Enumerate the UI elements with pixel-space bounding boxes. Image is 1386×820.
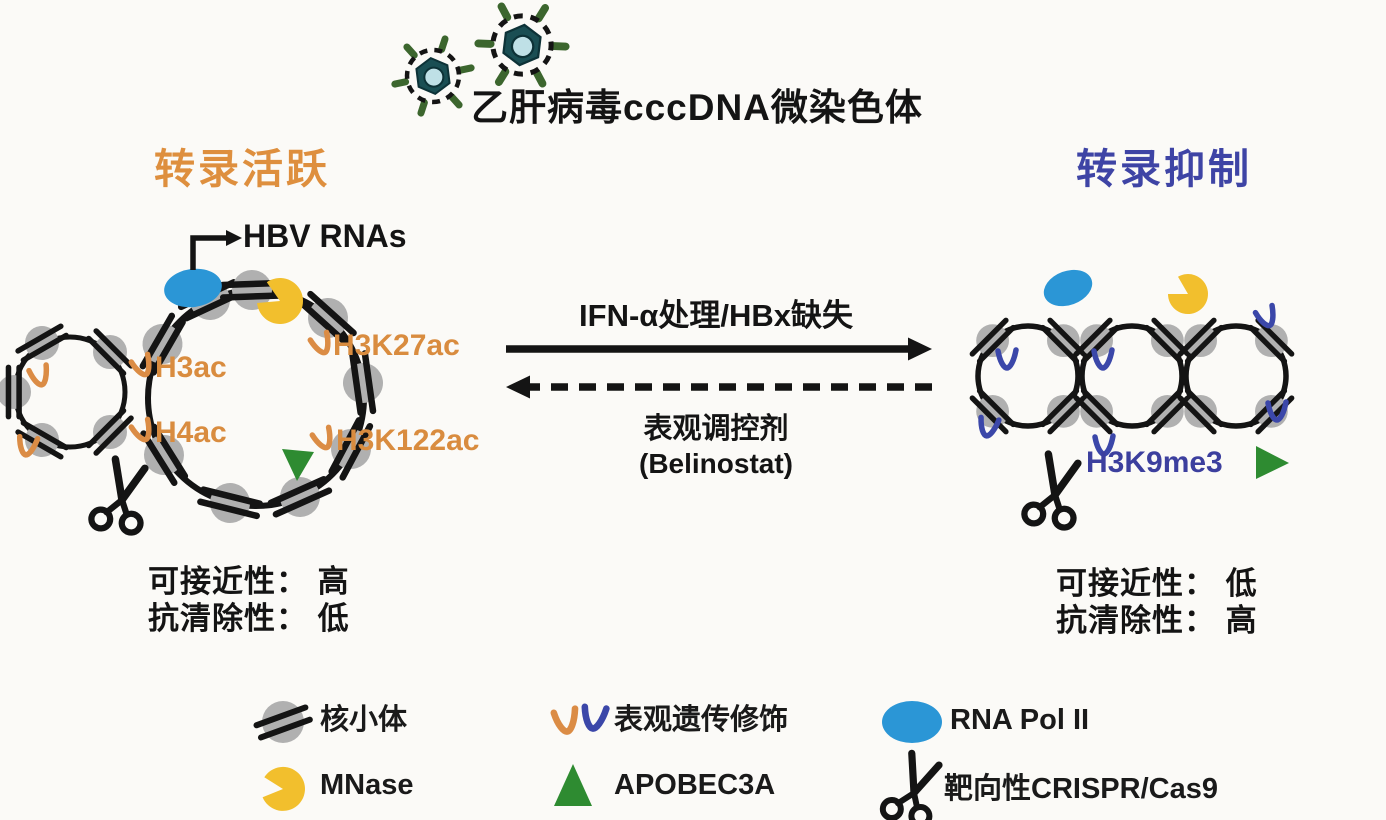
histone-mark-h3k122ac: H3K122ac bbox=[336, 424, 480, 457]
reverse-dashed-arrow bbox=[506, 375, 932, 399]
histone-mark-h4ac: H4ac bbox=[155, 416, 227, 449]
hbv-virion-icon bbox=[391, 33, 474, 119]
legend-label-nucleosome: 核小体 bbox=[320, 704, 408, 736]
mnase-legend-icon bbox=[262, 766, 305, 811]
figure-title: 乙肝病毒cccDNA微染色体 bbox=[471, 87, 923, 128]
forward-arrow bbox=[506, 337, 932, 361]
legend-label-crispr: 靶向性CRISPR/Cas9 bbox=[944, 773, 1218, 805]
rna-pol2-icon bbox=[1043, 269, 1093, 307]
rna-pol2-icon bbox=[164, 268, 222, 308]
legend-icons bbox=[253, 701, 942, 820]
crispr-scissors-icon bbox=[1020, 452, 1082, 530]
transcription-arrow bbox=[190, 230, 242, 270]
repressed-state-label: 转录抑制 bbox=[1076, 146, 1252, 192]
hbv-rnas-label: HBV RNAs bbox=[243, 218, 407, 254]
legend-label-mnase: MNase bbox=[320, 769, 414, 801]
left-accessibility-label: 可接近性： 高 bbox=[148, 564, 350, 599]
nucleosome bbox=[81, 323, 140, 382]
legend-label-epigenetic: 表观遗传修饰 bbox=[614, 704, 789, 736]
hbv-virion-icon bbox=[468, 0, 576, 100]
forward-arrow-label: IFN-α处理/HBx缺失 bbox=[579, 298, 853, 333]
histone-mark-h3ac: H3ac bbox=[155, 351, 227, 384]
epigenetic-mark-icon bbox=[29, 365, 51, 387]
reverse-arrow-label: 表观调控剂 bbox=[643, 413, 789, 445]
mnase-icon bbox=[257, 278, 304, 325]
reverse-arrow-sublabel: (Belinostat) bbox=[639, 448, 793, 479]
crispr-scissors-legend-icon bbox=[882, 752, 939, 820]
apobec3a-icon bbox=[1256, 446, 1289, 479]
rna-pol2-legend-icon bbox=[882, 701, 942, 743]
crispr-scissors-icon bbox=[87, 457, 149, 535]
epigenetic-mark-icon bbox=[998, 350, 1016, 368]
histone-mark-h3k9me3: H3K9me3 bbox=[1086, 446, 1223, 479]
repressed-minichromosome bbox=[964, 269, 1300, 530]
right-clearance-label: 抗清除性： 高 bbox=[1056, 603, 1258, 638]
active-state-label: 转录活跃 bbox=[154, 146, 330, 192]
nucleosome bbox=[197, 477, 263, 530]
epigenetic-mark-orange-icon bbox=[554, 709, 578, 733]
legend-label-rnapol2: RNA Pol II bbox=[950, 704, 1090, 736]
legend-label-apobec3a: APOBEC3A bbox=[614, 769, 776, 801]
apobec3a-icon bbox=[282, 449, 314, 481]
histone-mark-h3k27ac: H3K27ac bbox=[333, 329, 460, 362]
right-accessibility-label: 可接近性： 低 bbox=[1056, 566, 1258, 601]
mnase-icon bbox=[1167, 274, 1208, 315]
nucleosome bbox=[265, 467, 334, 527]
nucleosome-legend-icon bbox=[253, 701, 313, 743]
epigenetic-mark-blue-icon bbox=[582, 706, 606, 730]
apobec3a-legend-icon bbox=[554, 764, 592, 806]
active-minichromosome bbox=[0, 230, 387, 535]
nucleosome bbox=[81, 403, 140, 462]
left-clearance-label: 抗清除性： 低 bbox=[148, 601, 350, 636]
